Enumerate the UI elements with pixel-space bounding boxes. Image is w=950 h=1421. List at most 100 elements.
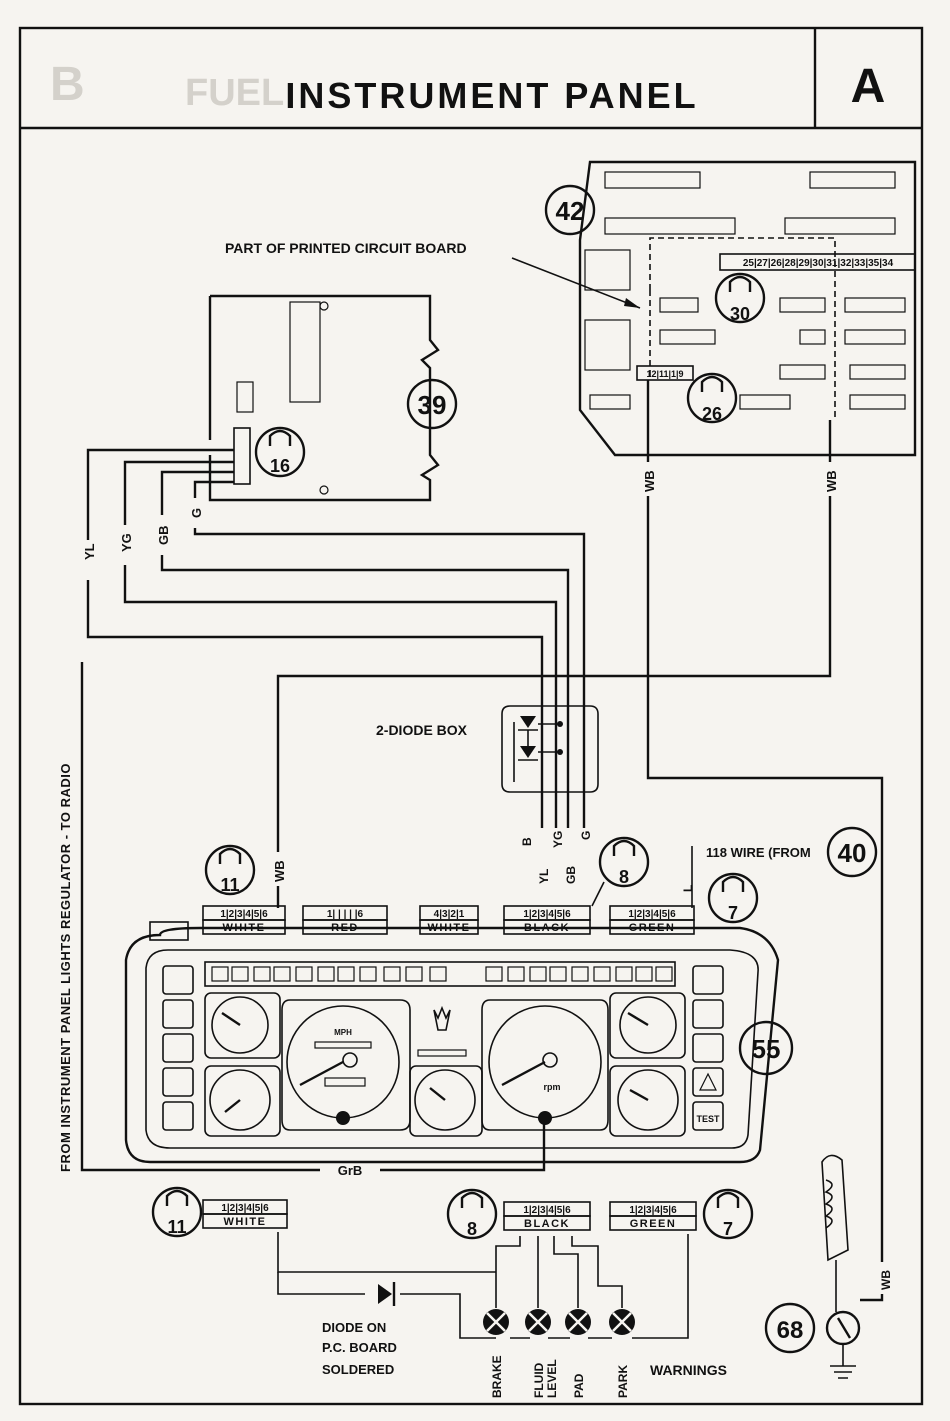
connector-bottom-color: GREEN: [630, 1218, 677, 1230]
warning-lamp-label: PARK: [616, 1365, 630, 1398]
wire-label-GB: GB: [156, 526, 171, 546]
wire-label-GB2: GB: [564, 866, 578, 884]
indicator-icon: [571, 966, 589, 982]
indicator-icon: [359, 966, 377, 982]
instrument-cluster: TEST MPH rpm: [124, 921, 780, 1164]
wire-label-WB-c: WB: [272, 860, 287, 882]
pcb-pins-30: 25|27|26|28|29|30|31|32|33|35|34: [743, 258, 894, 269]
wire-label-YG: YG: [119, 533, 134, 552]
indicator-icon: [635, 966, 653, 982]
indicator-icon: [295, 966, 313, 982]
test-button-label: TEST: [696, 1114, 720, 1124]
connector-top-pins: 1|2|3|4|5|6: [628, 909, 676, 920]
connectors-bottom: 1|2|3|4|5|6WHITE1|2|3|4|5|6BLACK1|2|3|4|…: [202, 1199, 697, 1231]
svg-text:26: 26: [702, 404, 722, 424]
speedo-unit: MPH: [334, 1028, 352, 1037]
warning-wiring: [277, 1232, 689, 1339]
wire-label-L: L: [681, 885, 695, 892]
callout-8-top: 8: [598, 836, 650, 888]
callout-30: 30: [714, 272, 766, 324]
connector-top-pins: 1|2|3|4|5|6: [523, 909, 571, 920]
diode-pcb-line2: P.C. BOARD: [322, 1340, 397, 1355]
side-note: FROM INSTRUMENT PANEL LIGHTS REGULATOR -…: [58, 763, 73, 1172]
warning-lamp-label: BRAKE: [490, 1355, 504, 1398]
indicator-icon: [429, 966, 447, 982]
indicator-icon: [615, 966, 633, 982]
callout-40: 40: [826, 826, 878, 878]
wire-wb-30-to-white: [276, 420, 832, 908]
svg-text:11: 11: [167, 1217, 186, 1237]
wire-label-GrB: GrB: [338, 1163, 363, 1178]
indicator-icon: [337, 966, 355, 982]
svg-text:16: 16: [270, 456, 290, 476]
connector-bottom-color: WHITE: [224, 1216, 267, 1228]
pcb-42: 25|27|26|28|29|30|31|32|33|35|34 12|11|1…: [578, 160, 917, 457]
outer-frame: [18, 26, 924, 1406]
warning-lamp-pad: PAD: [565, 1309, 591, 1398]
svg-text:42: 42: [556, 196, 585, 226]
faded-page-letter: B: [50, 58, 85, 111]
callout-7-bottom: 7: [702, 1188, 754, 1240]
wires-16: [86, 448, 586, 860]
wire-label-YL: YL: [82, 543, 97, 560]
callout-42: 42: [544, 184, 596, 236]
callout-68: 68: [764, 1302, 816, 1354]
faded-title: FUEL: [185, 72, 284, 114]
warnings-label: WARNINGS: [650, 1362, 727, 1378]
diode-pcb-line1: DIODE ON: [322, 1320, 386, 1335]
wire-label-G: G: [189, 508, 204, 518]
tacho-unit: rpm: [543, 1082, 560, 1092]
diode-box-label: 2-DIODE BOX: [376, 722, 468, 738]
wire-grb: [80, 662, 546, 1172]
diode-box: [501, 705, 599, 793]
indicator-icon: [593, 966, 611, 982]
callout-7-top: 7: [707, 872, 759, 924]
warning-lamp-brake: BRAKE: [483, 1309, 509, 1398]
callout-39: 39: [406, 378, 458, 430]
pcb-39: [208, 294, 440, 502]
warning-lamp-park: PARK: [609, 1309, 635, 1398]
indicator-icon: [231, 966, 249, 982]
indicator-icon: [253, 966, 271, 982]
indicator-icon: [549, 966, 567, 982]
connector-top-pins: 1|2|3|4|5|6: [220, 909, 268, 920]
indicator-icon: [405, 966, 423, 982]
indicator-icon: [485, 966, 503, 982]
warning-lamp-label: FLUID: [532, 1362, 546, 1398]
indicator-icon: [655, 966, 673, 982]
indicator-icon: [211, 966, 229, 982]
svg-text:30: 30: [730, 304, 750, 324]
connector-top-pins: 1| | | | |6: [327, 909, 364, 920]
connector-bottom-pins: 1|2|3|4|5|6: [523, 1205, 571, 1216]
connector-bottom-pins: 1|2|3|4|5|6: [221, 1203, 269, 1214]
wire-label-WB-a: WB: [642, 470, 657, 492]
wire-118-label: 118 WIRE (FROM: [706, 845, 811, 860]
svg-text:40: 40: [838, 838, 867, 868]
callout-11-top: 11: [204, 844, 256, 896]
connector-bottom-pins: 1|2|3|4|5|6: [629, 1205, 677, 1216]
handbrake-switch: [821, 1154, 861, 1379]
diode-pcb-line3: SOLDERED: [322, 1362, 394, 1377]
callout-11-bottom: 11: [151, 1186, 203, 1238]
indicator-icon: [507, 966, 525, 982]
wire-label-YG2: YG: [551, 831, 565, 848]
callout-16: 16: [254, 426, 306, 478]
wire-label-G2: G: [579, 831, 593, 840]
indicator-icon: [383, 966, 401, 982]
callout-26: 26: [686, 372, 738, 424]
svg-text:39: 39: [418, 390, 447, 420]
svg-text:55: 55: [752, 1034, 781, 1064]
wire-label-WB-68: WB: [879, 1270, 893, 1290]
svg-text:8: 8: [619, 867, 629, 887]
pcb-pins-26: 12|11|1|9: [646, 369, 683, 379]
